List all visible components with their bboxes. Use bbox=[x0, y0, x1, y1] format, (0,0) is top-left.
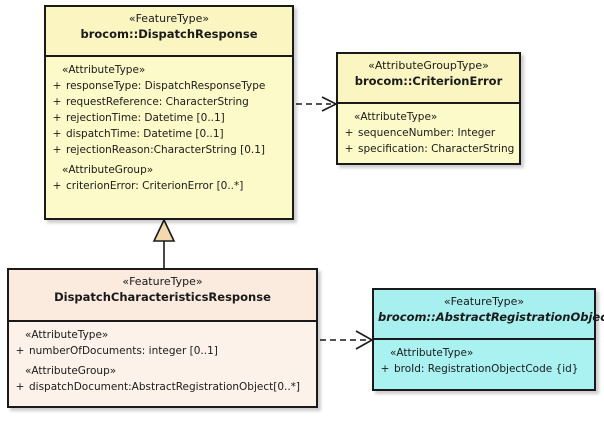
visibility-marker: + bbox=[52, 180, 62, 192]
class-header-criterion-error: «AttributeGroupType» brocom::CriterionEr… bbox=[338, 54, 519, 104]
attribute-row[interactable]: + responseType: DispatchResponseType bbox=[48, 78, 290, 94]
compartment-label-attributetype: «AttributeType» bbox=[354, 111, 438, 123]
attribute-text: dispatchTime: Datetime [0..1] bbox=[66, 128, 224, 140]
attribute-text: dispatchDocument:AbstractRegistrationObj… bbox=[29, 381, 301, 393]
compartment-label-attributegroup: «AttributeGroup» bbox=[62, 164, 154, 176]
attribute-row[interactable]: + rejectionTime: Datetime [0..1] bbox=[48, 110, 290, 126]
attribute-row[interactable]: + numberOfDocuments: integer [0..1] bbox=[11, 343, 314, 359]
attribute-text: specification: CharacterString bbox=[358, 143, 515, 155]
visibility-marker: + bbox=[52, 144, 62, 156]
class-body-dispatch-characteristics-response: «AttributeType» + numberOfDocuments: int… bbox=[9, 322, 316, 406]
attribute-text: criterionError: CriterionError [0..*] bbox=[66, 180, 244, 192]
class-stereotype: «FeatureType» bbox=[122, 275, 203, 288]
attribute-text: rejectionReason:CharacterString [0.1] bbox=[66, 144, 266, 156]
class-header-dispatch-response: «FeatureType» brocom::DispatchResponse bbox=[46, 7, 292, 57]
attribute-row[interactable]: + requestReference: CharacterString bbox=[48, 94, 290, 110]
class-stereotype: «FeatureType» bbox=[128, 12, 210, 25]
dependency-dispatchcharacteristics-to-abstractregistrationobject bbox=[320, 330, 374, 350]
attribute-text: rejectionTime: Datetime [0..1] bbox=[66, 112, 225, 124]
visibility-marker: + bbox=[15, 345, 25, 357]
attribute-row[interactable]: + rejectionReason:CharacterString [0.1] bbox=[48, 142, 290, 158]
attribute-text: responseType: DispatchResponseType bbox=[66, 80, 266, 92]
class-stereotype: «FeatureType» bbox=[443, 295, 525, 308]
compartment-label-attributetype: «AttributeType» bbox=[390, 347, 474, 359]
visibility-marker: + bbox=[52, 96, 62, 108]
attribute-row[interactable]: + dispatchDocument:AbstractRegistrationO… bbox=[11, 379, 314, 395]
visibility-marker: + bbox=[344, 143, 354, 155]
dependency-dispatchresponse-to-criterionerror bbox=[296, 96, 338, 112]
class-stereotype: «AttributeGroupType» bbox=[368, 59, 489, 72]
class-name: brocom::DispatchResponse bbox=[80, 27, 258, 41]
class-name: brocom::AbstractRegistrationObject bbox=[378, 310, 604, 324]
class-header-dispatch-characteristics-response: «FeatureType» DispatchCharacteristicsRes… bbox=[9, 270, 316, 322]
class-box-dispatch-response[interactable]: «FeatureType» brocom::DispatchResponse «… bbox=[44, 5, 294, 220]
attribute-text: broId: RegistrationObjectCode {id} bbox=[394, 363, 579, 375]
class-body-abstract-registration-object: «AttributeType» + broId: RegistrationObj… bbox=[374, 340, 594, 389]
class-name: brocom::CriterionError bbox=[354, 74, 503, 88]
compartment-label-attributegroup: «AttributeGroup» bbox=[25, 365, 117, 377]
visibility-marker: + bbox=[15, 381, 25, 393]
class-body-dispatch-response: «AttributeType» + responseType: Dispatch… bbox=[46, 57, 292, 217]
attribute-row[interactable]: + specification: CharacterString bbox=[340, 141, 517, 157]
compartment-label-attributetype: «AttributeType» bbox=[62, 64, 146, 76]
class-box-abstract-registration-object[interactable]: «FeatureType» brocom::AbstractRegistrati… bbox=[372, 288, 604, 391]
class-box-dispatch-characteristics-response[interactable]: «FeatureType» DispatchCharacteristicsRes… bbox=[7, 268, 318, 408]
attribute-row[interactable]: + sequenceNumber: Integer bbox=[340, 125, 517, 141]
visibility-marker: + bbox=[344, 127, 354, 139]
class-body-criterion-error: «AttributeType» + sequenceNumber: Intege… bbox=[338, 104, 519, 162]
visibility-marker: + bbox=[52, 80, 62, 92]
visibility-marker: + bbox=[52, 128, 62, 140]
attribute-row[interactable]: + broId: RegistrationObjectCode {id} bbox=[376, 361, 592, 377]
attribute-text: numberOfDocuments: integer [0..1] bbox=[29, 345, 218, 357]
attribute-row[interactable]: + dispatchTime: Datetime [0..1] bbox=[48, 126, 290, 142]
generalization-dispatchcharacteristics-to-dispatchresponse bbox=[152, 218, 176, 268]
class-name: DispatchCharacteristicsResponse bbox=[54, 290, 271, 304]
class-header-abstract-registration-object: «FeatureType» brocom::AbstractRegistrati… bbox=[374, 290, 604, 340]
visibility-marker: + bbox=[380, 363, 390, 375]
attribute-text: sequenceNumber: Integer bbox=[358, 127, 496, 139]
hollow-triangle-icon bbox=[152, 218, 176, 242]
visibility-marker: + bbox=[52, 112, 62, 124]
attribute-row[interactable]: + criterionError: CriterionError [0..*] bbox=[48, 178, 290, 194]
attribute-text: requestReference: CharacterString bbox=[66, 96, 249, 108]
open-arrowhead-icon bbox=[355, 330, 374, 350]
open-arrowhead-icon bbox=[321, 96, 338, 112]
compartment-label-attributetype: «AttributeType» bbox=[25, 329, 109, 341]
class-box-criterion-error[interactable]: «AttributeGroupType» brocom::CriterionEr… bbox=[336, 52, 521, 165]
